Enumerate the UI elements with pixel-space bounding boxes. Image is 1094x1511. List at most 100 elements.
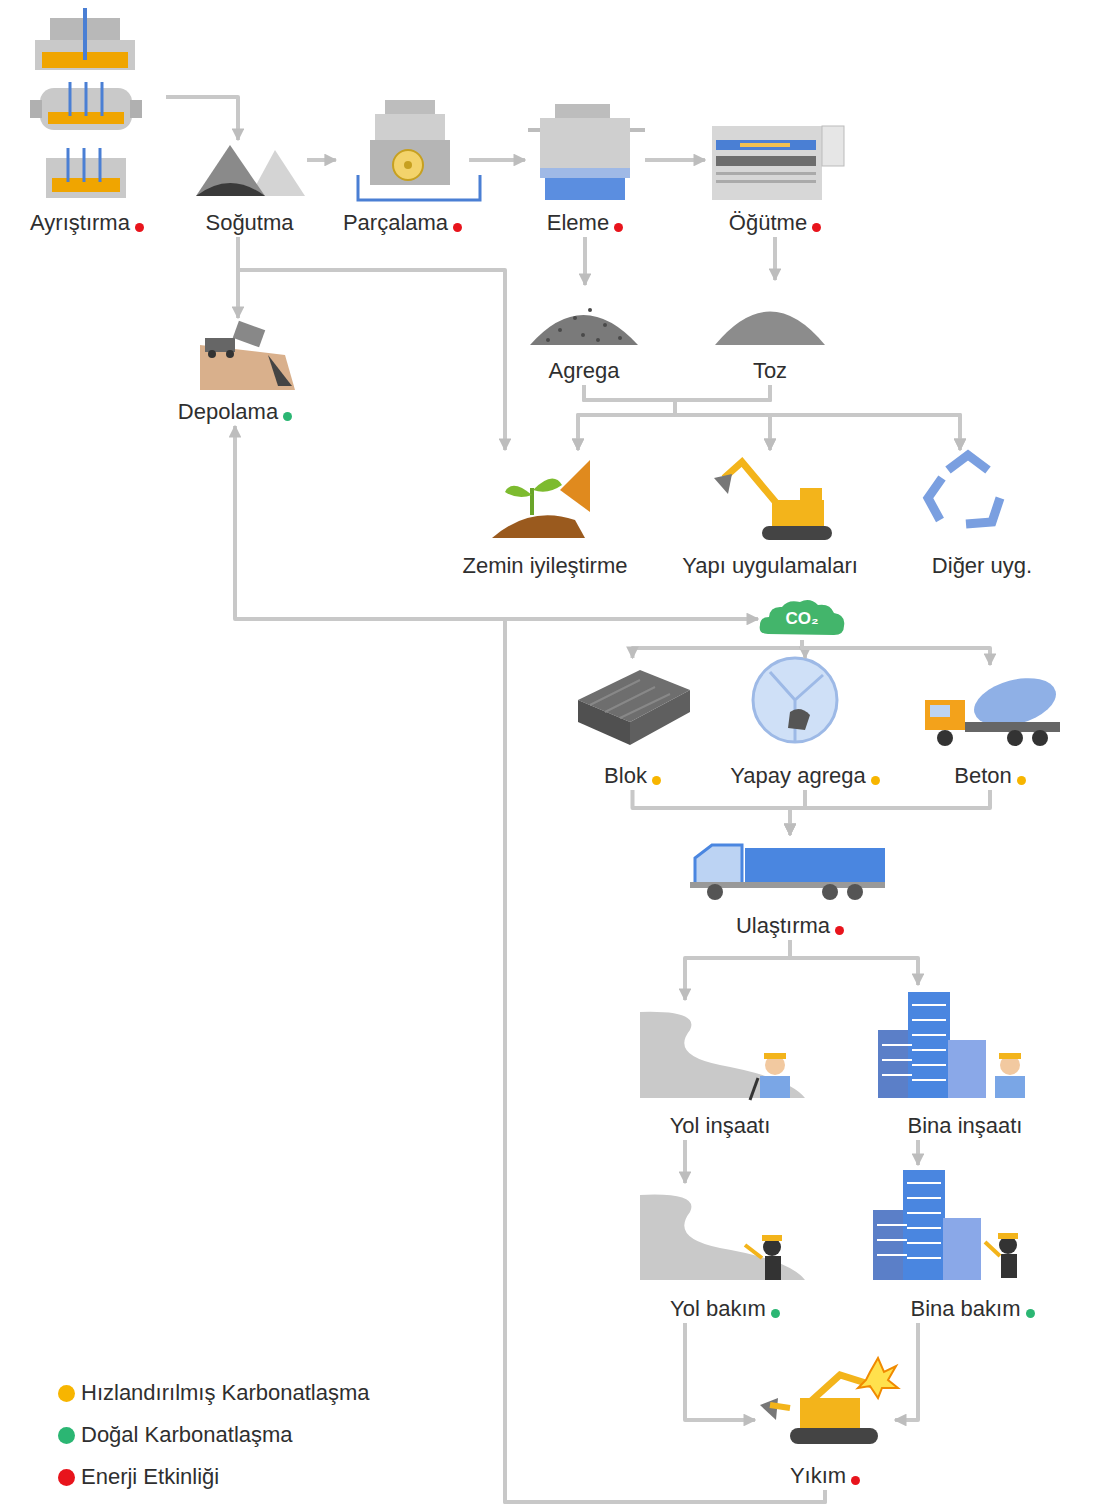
flow-arrow: [685, 940, 790, 1000]
process-step: Toz: [715, 280, 825, 385]
legend-swatch: [58, 1385, 75, 1402]
process-step: Diğer uyg.: [912, 450, 1052, 580]
label-text: Zemin iyileştirme: [462, 552, 627, 580]
flow-arrow: [895, 1323, 918, 1420]
step-label: Yapı uygulamaları: [680, 552, 860, 580]
legend-item: Doğal Karbonatlaşma: [58, 1414, 370, 1456]
flow-arrow: [916, 1140, 920, 1165]
flow-arrow: [675, 385, 770, 450]
step-label: Bina bakım: [908, 1295, 1036, 1323]
demolition-excavator: [760, 1358, 898, 1444]
legend-swatch: [58, 1427, 75, 1444]
block-stack: [578, 670, 690, 745]
artificial-aggregate-drum: [753, 658, 837, 742]
process-step: Öğütme: [705, 120, 845, 237]
process-step: Zemin iyileştirme: [445, 450, 645, 580]
powder-pile: [715, 312, 825, 346]
status-dot: [614, 223, 623, 232]
process-step: Blok: [570, 658, 695, 790]
step-label: Öğütme: [727, 209, 823, 237]
status-dot: [135, 223, 144, 232]
legend-item: Hızlandırılmış Karbonatlaşma: [58, 1372, 370, 1414]
legend-swatch: [58, 1469, 75, 1486]
flow-arrow: [166, 97, 238, 140]
label-text: Beton: [954, 762, 1012, 790]
flow-arrow: [773, 237, 777, 280]
flow-arrow: [505, 619, 825, 1502]
flow-arrow: [583, 237, 587, 285]
label-text: Ulaştırma: [736, 912, 830, 940]
landfill-truck: [200, 321, 295, 390]
status-dot: [851, 1476, 860, 1485]
step-label: Blok: [602, 762, 663, 790]
flow-arrow: [683, 1140, 687, 1183]
mixer-truck: [925, 670, 1061, 746]
crusher-machine: [358, 100, 480, 200]
label-text: Blok: [604, 762, 647, 790]
status-dot: [453, 223, 462, 232]
step-label: CO₂: [783, 609, 820, 629]
flow-arrow: [578, 385, 770, 450]
soil-improvement-icon: [492, 460, 590, 538]
step-label: Yol bakım: [668, 1295, 782, 1323]
process-step: Ulaştırma: [690, 835, 890, 940]
step-label: Yapay agrega: [728, 762, 881, 790]
status-dot: [652, 776, 661, 785]
co2-cloud: CO₂: [758, 598, 846, 640]
status-dot: [771, 1309, 780, 1318]
flow-arrow: [790, 790, 990, 835]
step-label: Beton: [952, 762, 1028, 790]
flow-arrow: [675, 385, 960, 450]
flow-arrow: [633, 640, 803, 658]
separation-vessels: [30, 8, 142, 198]
label-text: Yol inşaatı: [670, 1112, 771, 1140]
label-text: Öğütme: [729, 209, 807, 237]
legend-item: Enerji Etkinliği: [58, 1456, 370, 1498]
step-label: Soğutma: [203, 209, 295, 237]
process-step: Depolama: [160, 318, 310, 426]
step-label: Zemin iyileştirme: [460, 552, 629, 580]
label-text: Soğutma: [205, 209, 293, 237]
process-step: Soğutma: [192, 140, 307, 237]
step-label: Yol inşaatı: [668, 1112, 773, 1140]
step-label: Depolama: [176, 398, 294, 426]
excavator-icon: [714, 462, 832, 540]
flow-arrow: [469, 158, 525, 162]
process-step: Bina bakım: [865, 1165, 1080, 1323]
step-label: Ayrıştırma: [28, 209, 146, 237]
status-dot: [283, 412, 292, 421]
step-label: Parçalama: [341, 209, 464, 237]
label-text: Ayrıştırma: [30, 209, 130, 237]
label-text: Bina inşaatı: [908, 1112, 1023, 1140]
status-dot: [871, 776, 880, 785]
flow-arrow: [235, 426, 825, 1502]
label-text: Depolama: [178, 398, 278, 426]
process-step: Parçalama: [336, 95, 469, 237]
screening-machine: [528, 104, 645, 200]
process-step: Beton: [915, 665, 1065, 790]
flow-arrow: [307, 158, 336, 162]
label-text: CO₂: [785, 609, 818, 629]
process-step: Bina inşaatı: [870, 985, 1060, 1140]
process-step: Agrega: [525, 285, 643, 385]
label-text: Yıkım: [790, 1462, 846, 1490]
step-label: Ulaştırma: [734, 912, 846, 940]
step-label: Diğer uyg.: [930, 552, 1034, 580]
status-dot: [812, 223, 821, 232]
label-text: Yol bakım: [670, 1295, 766, 1323]
aggregate-grain: [546, 308, 622, 342]
process-step: Yapı uygulamaları: [665, 450, 875, 580]
label-text: Agrega: [549, 357, 620, 385]
legend-label: Enerji Etkinliği: [81, 1464, 219, 1490]
legend: Hızlandırılmış KarbonatlaşmaDoğal Karbon…: [58, 1372, 370, 1498]
legend-label: Hızlandırılmış Karbonatlaşma: [81, 1380, 370, 1406]
grinding-mill: [712, 126, 844, 200]
process-step: Yol bakım: [630, 1183, 820, 1323]
process-step: Yol inşaatı: [630, 1000, 810, 1140]
flow-arrow: [645, 158, 705, 162]
label-text: Toz: [753, 357, 787, 385]
aggregate-pile: [530, 315, 638, 345]
flow-arrow: [790, 790, 805, 835]
status-dot: [1017, 776, 1026, 785]
